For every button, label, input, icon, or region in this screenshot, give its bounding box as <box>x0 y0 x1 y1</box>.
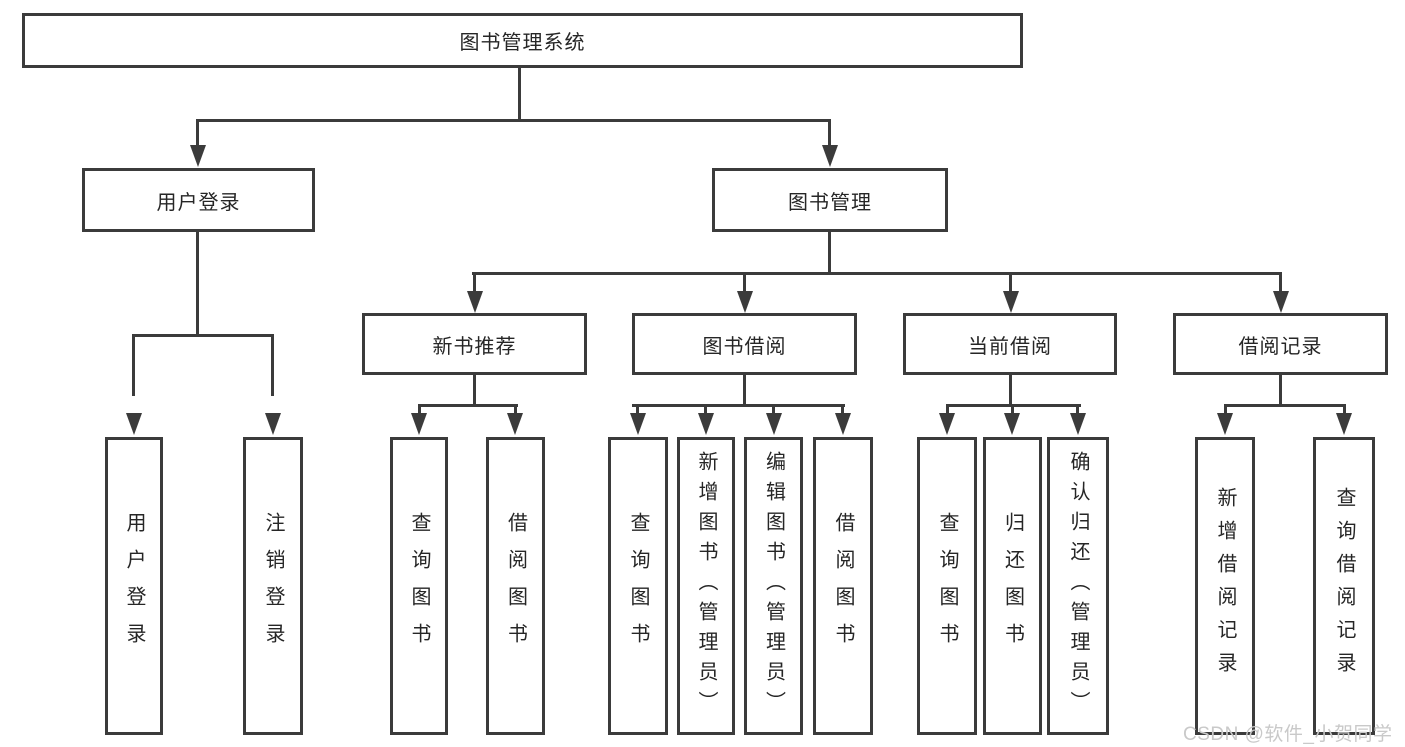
connector-line <box>1279 272 1282 294</box>
arrowhead-icon <box>698 413 714 435</box>
node-nb-query: 查询图书 <box>390 437 448 735</box>
arrowhead-icon <box>766 413 782 435</box>
node-cb-confirm: 确认归还（管理员） <box>1047 437 1109 735</box>
node-cb-return: 归还图书 <box>983 437 1042 735</box>
connector-line <box>473 375 476 407</box>
arrowhead-icon <box>190 145 206 167</box>
connector-line <box>636 404 639 418</box>
node-new-book-rec: 新书推荐 <box>362 313 587 375</box>
connector-line <box>132 334 274 337</box>
connector-line <box>271 334 274 396</box>
arrowhead-icon <box>265 413 281 435</box>
connector-line <box>946 404 949 418</box>
connector-line <box>1224 404 1227 418</box>
node-book-borrow: 图书借阅 <box>632 313 857 375</box>
connector-line <box>632 404 845 407</box>
arrowhead-icon <box>507 413 523 435</box>
node-bb-edit: 编辑图书（管理员） <box>744 437 803 735</box>
connector-line <box>1009 272 1012 294</box>
node-borrow-records: 借阅记录 <box>1173 313 1388 375</box>
arrowhead-icon <box>467 291 483 313</box>
arrowhead-icon <box>822 145 838 167</box>
node-current-borrow: 当前借阅 <box>903 313 1117 375</box>
connector-line <box>1279 375 1282 407</box>
node-br-query: 查询借阅记录 <box>1313 437 1375 735</box>
arrowhead-icon <box>630 413 646 435</box>
arrowhead-icon <box>939 413 955 435</box>
connector-line <box>1076 404 1079 418</box>
arrowhead-icon <box>737 291 753 313</box>
arrowhead-icon <box>126 413 142 435</box>
connector-line <box>514 404 517 418</box>
connector-line <box>132 334 135 396</box>
connector-line <box>772 404 775 418</box>
connector-line <box>828 232 831 275</box>
connector-line <box>743 375 746 407</box>
connector-line <box>418 404 518 407</box>
node-cb-query: 查询图书 <box>917 437 977 735</box>
connector-line <box>1343 404 1346 418</box>
connector-line <box>1224 404 1346 407</box>
arrowhead-icon <box>835 413 851 435</box>
connector-line <box>841 404 844 418</box>
csdn-watermark: CSDN @软件_小贺同学 <box>1183 724 1393 745</box>
node-user-login: 用户登录 <box>82 168 315 232</box>
node-bb-borrow: 借阅图书 <box>813 437 873 735</box>
node-leaf-user-login: 用户登录 <box>105 437 163 735</box>
connector-line <box>473 272 476 294</box>
connector-line <box>472 272 1282 275</box>
arrowhead-icon <box>1070 413 1086 435</box>
connector-line <box>828 119 831 149</box>
node-nb-borrow: 借阅图书 <box>486 437 545 735</box>
node-br-add: 新增借阅记录 <box>1195 437 1255 735</box>
connector-line <box>1009 375 1012 407</box>
arrowhead-icon <box>1217 413 1233 435</box>
arrowhead-icon <box>411 413 427 435</box>
arrowhead-icon <box>1004 413 1020 435</box>
connector-line <box>196 232 199 337</box>
arrowhead-icon <box>1273 291 1289 313</box>
node-book-mgmt: 图书管理 <box>712 168 948 232</box>
connector-line <box>518 68 521 121</box>
node-root: 图书管理系统 <box>22 13 1023 68</box>
connector-line <box>196 119 199 149</box>
connector-line <box>743 272 746 294</box>
connector-line <box>704 404 707 418</box>
node-bb-query: 查询图书 <box>608 437 668 735</box>
connector-line <box>1011 404 1014 418</box>
connector-line <box>196 119 831 122</box>
connector-line <box>418 404 421 418</box>
arrowhead-icon <box>1003 291 1019 313</box>
node-leaf-logout: 注销登录 <box>243 437 303 735</box>
node-bb-add: 新增图书（管理员） <box>677 437 735 735</box>
arrowhead-icon <box>1336 413 1352 435</box>
